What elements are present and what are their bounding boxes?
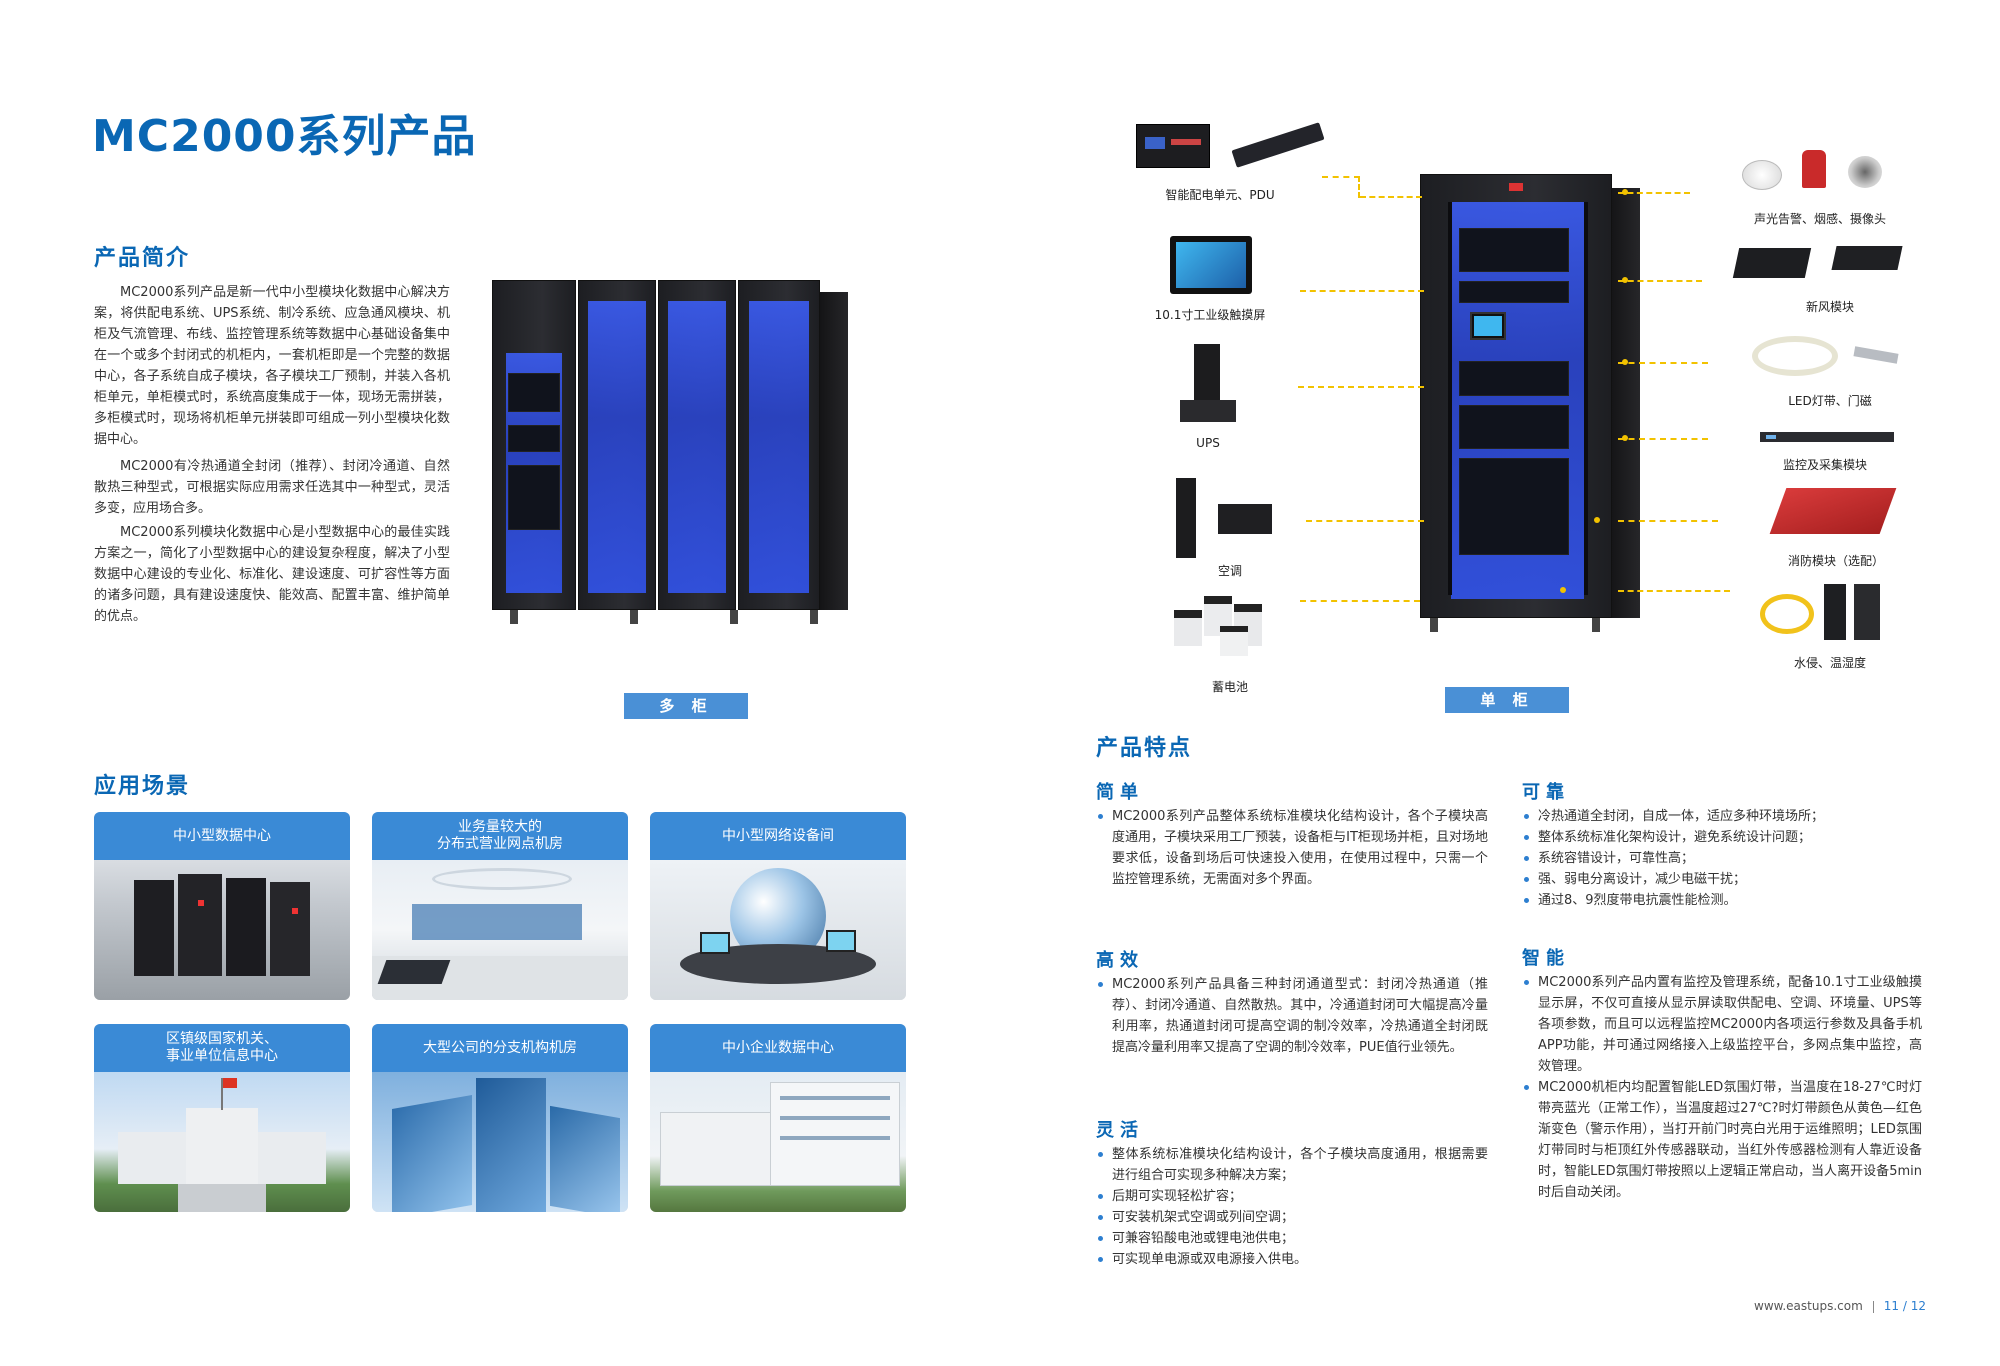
intro-paragraph-3: MC2000系列模块化数据中心是小型数据中心的最佳实践方案之一，简化了小型数据中… xyxy=(94,525,450,624)
pdu-icon xyxy=(1136,124,1210,168)
feature-smart-title: 智能 xyxy=(1522,948,1570,969)
intro-paragraph-1: MC2000系列产品是新一代中小型模块化数据中心解决方案，将供配电系统、UPS系… xyxy=(94,285,450,447)
scene-caption: 中小型网络设备间 xyxy=(650,812,906,860)
scene-card-government: 区镇级国家机关、 事业单位信息中心 xyxy=(94,1024,350,1212)
single-cabinet-image xyxy=(1420,166,1640,634)
feature-reliable-list: 冷热通道全封闭，自成一体，适应多种环境场所； 整体系统标准化架构设计，避免系统设… xyxy=(1522,806,1922,911)
scene-card-corporate-branch: 大型公司的分支机构机房 xyxy=(372,1024,628,1212)
list-item: 可兼容铅酸电池或锂电池供电； xyxy=(1096,1228,1488,1249)
list-item: 通过8、9烈度带电抗震性能检测。 xyxy=(1522,890,1922,911)
component-label-battery: 蓄电池 xyxy=(1211,680,1248,694)
feature-simple-list: MC2000系列产品整体系统标准模块化结构设计，各个子模块高度通用，子模块采用工… xyxy=(1096,806,1488,890)
list-item: 后期可实现轻松扩容； xyxy=(1096,1186,1488,1207)
multi-cabinet-label: 多 柜 xyxy=(624,693,748,719)
list-item: 整体系统标准化架构设计，避免系统设计问题； xyxy=(1522,827,1922,848)
scene-caption: 业务量较大的 分布式营业网点机房 xyxy=(372,812,628,860)
features-heading: 产品特点 xyxy=(1096,736,1193,761)
page-number: 11 / 12 xyxy=(1883,1299,1926,1313)
government-building-photo xyxy=(94,1072,350,1212)
component-label-ups: UPS xyxy=(1196,436,1220,450)
feature-flexible-list: 整体系统标准模块化结构设计，各个子模块高度通用，根据需要进行组合可实现多种解决方… xyxy=(1096,1144,1488,1270)
feature-smart-list: MC2000系列产品内置有监控及管理系统，配备10.1寸工业级触摸显示屏，不仅可… xyxy=(1522,972,1922,1203)
component-label-led-strip: LED灯带、门磁 xyxy=(1788,394,1872,408)
list-item: MC2000机柜内均配置智能LED氛围灯带，当温度在18-27℃时灯带亮蓝光（正… xyxy=(1522,1077,1922,1203)
scene-caption: 大型公司的分支机构机房 xyxy=(372,1024,628,1072)
component-label-fire-module: 消防模块（选配） xyxy=(1787,554,1884,568)
led-strip-icon xyxy=(1752,332,1902,388)
air-conditioner-icon xyxy=(1176,478,1276,558)
feature-reliable-title: 可靠 xyxy=(1522,782,1570,803)
multi-cabinet-image xyxy=(480,270,860,640)
scene-caption: 区镇级国家机关、 事业单位信息中心 xyxy=(94,1024,350,1072)
component-label-monitor-module: 监控及采集模块 xyxy=(1782,458,1867,472)
feature-flexible-title: 灵活 xyxy=(1096,1120,1144,1141)
feature-simple-title: 简单 xyxy=(1096,782,1144,803)
list-item: 可安装机架式空调或列间空调； xyxy=(1096,1207,1488,1228)
feature-efficient-list: MC2000系列产品具备三种封闭通道型式：封闭冷热通道（推荐）、封闭冷通道、自然… xyxy=(1096,974,1488,1058)
water-sensor-icon xyxy=(1760,584,1890,644)
monitor-module-icon xyxy=(1760,432,1894,442)
scene-card-small-datacenter: 中小型数据中心 xyxy=(94,812,350,1000)
component-label-alarm: 声光告警、烟感、摄像头 xyxy=(1753,212,1886,226)
footer-website: www.eastups.com xyxy=(1754,1299,1863,1313)
component-label-touchscreen: 10.1寸工业级触摸屏 xyxy=(1154,308,1266,322)
scene-card-sme-datacenter: 中小企业数据中心 xyxy=(650,1024,906,1212)
scene-caption: 中小型数据中心 xyxy=(94,812,350,860)
list-item: 可实现单电源或双电源接入供电。 xyxy=(1096,1249,1488,1270)
scene-caption: 中小企业数据中心 xyxy=(650,1024,906,1072)
single-cabinet-label: 单 柜 xyxy=(1445,687,1569,713)
page-footer: www.eastups.com 11 / 12 xyxy=(1754,1299,1926,1313)
alarm-icon xyxy=(1742,150,1892,200)
component-label-water-sensor: 水侵、温湿度 xyxy=(1793,656,1866,670)
fresh-air-icon xyxy=(1732,242,1906,284)
feature-efficient-title: 高效 xyxy=(1096,950,1144,971)
bank-hall-photo xyxy=(372,860,628,1000)
network-globe-photo xyxy=(650,860,906,1000)
skyscraper-photo xyxy=(372,1072,628,1212)
component-label-air-conditioner: 空调 xyxy=(1217,564,1242,578)
pdu-strip-icon xyxy=(1231,122,1325,168)
scene-card-branch-office: 业务量较大的 分布式营业网点机房 xyxy=(372,812,628,1000)
fire-module-icon xyxy=(1769,488,1897,534)
list-item: MC2000系列产品具备三种封闭通道型式：封闭冷热通道（推荐）、封闭冷通道、自然… xyxy=(1096,974,1488,1058)
list-item: 强、弱电分离设计，减少电磁干扰； xyxy=(1522,869,1922,890)
list-item: 冷热通道全封闭，自成一体，适应多种环境场所； xyxy=(1522,806,1922,827)
list-item: 系统容错设计，可靠性高； xyxy=(1522,848,1922,869)
component-label-fresh-air: 新风模块 xyxy=(1805,300,1854,314)
scenes-heading: 应用场景 xyxy=(94,774,191,799)
list-item: MC2000系列产品内置有监控及管理系统，配备10.1寸工业级触摸显示屏，不仅可… xyxy=(1522,972,1922,1077)
battery-icon xyxy=(1168,588,1284,658)
page-title: MC2000系列产品 xyxy=(92,111,477,162)
intro-heading: 产品简介 xyxy=(94,246,191,271)
scene-card-network-room: 中小型网络设备间 xyxy=(650,812,906,1000)
list-item: 整体系统标准模块化结构设计，各个子模块高度通用，根据需要进行组合可实现多种解决方… xyxy=(1096,1144,1488,1186)
office-building-photo xyxy=(650,1072,906,1212)
touchscreen-icon xyxy=(1170,236,1252,294)
list-item: MC2000系列产品整体系统标准模块化结构设计，各个子模块高度通用，子模块采用工… xyxy=(1096,806,1488,890)
ups-icon xyxy=(1180,344,1236,422)
component-label-pdu: 智能配电单元、PDU xyxy=(1165,188,1275,202)
intro-paragraph-2: MC2000有冷热通道全封闭（推荐）、封闭冷通道、自然散热三种型式，可根据实际应… xyxy=(94,459,450,516)
server-room-photo xyxy=(94,860,350,1000)
